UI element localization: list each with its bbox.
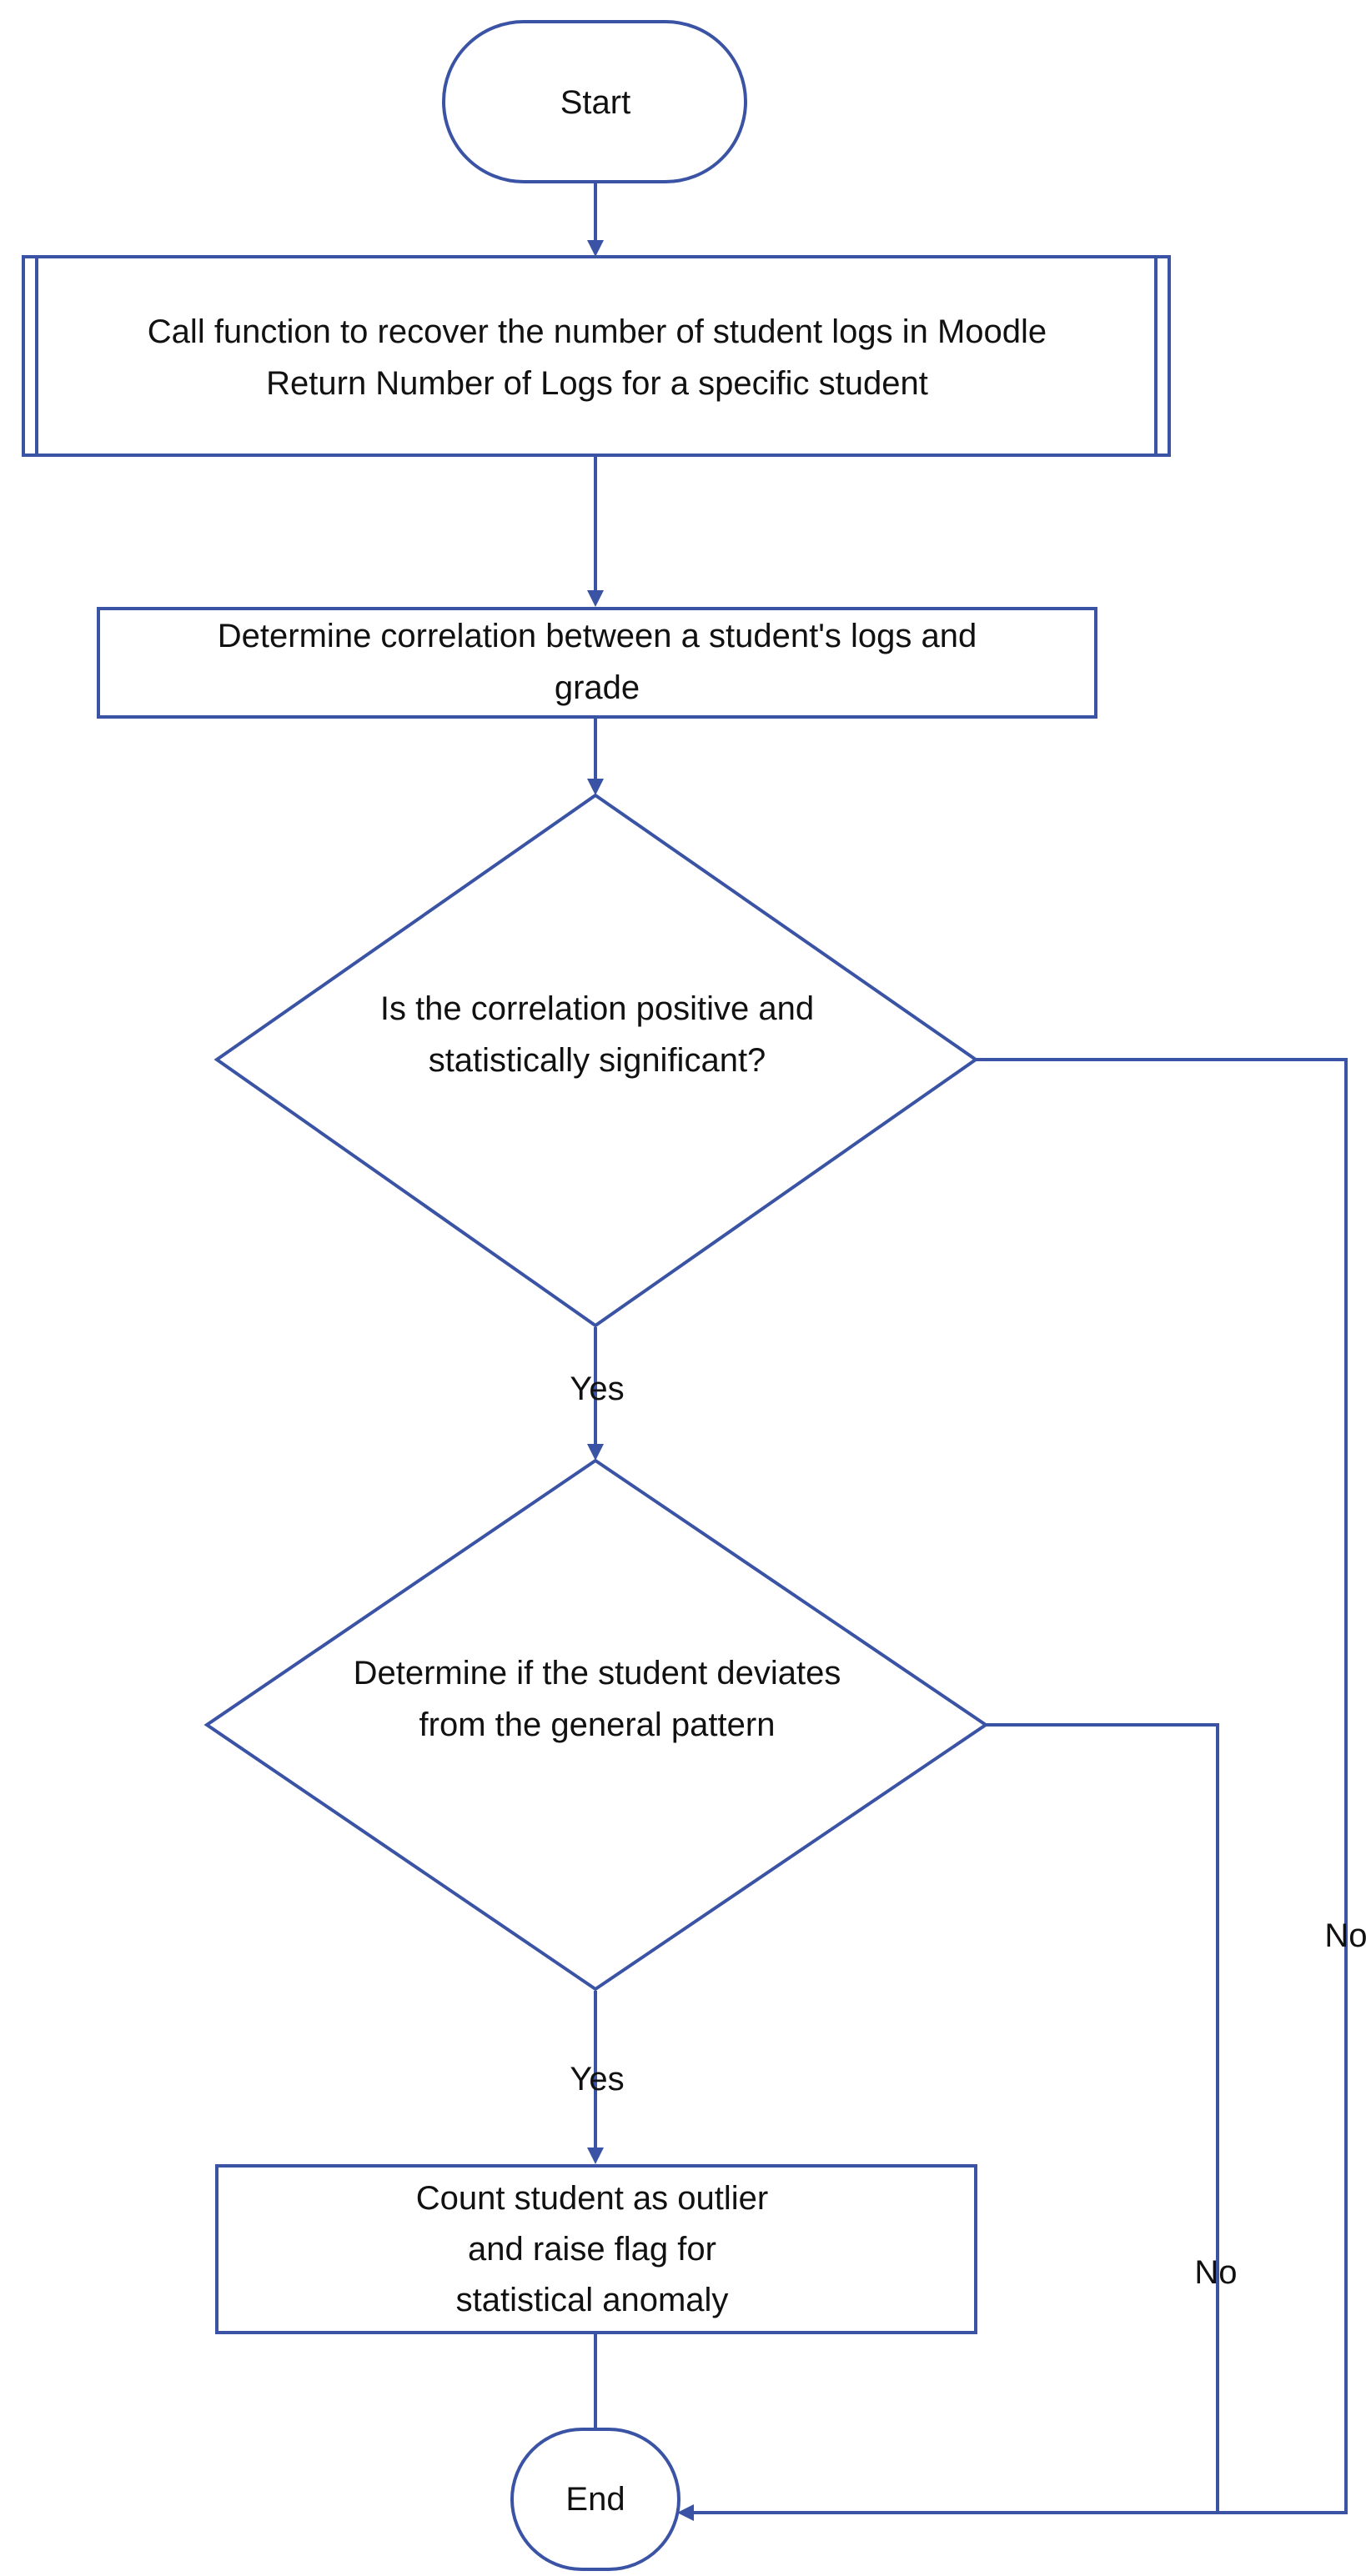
yes-label-decision-deviates: Yes <box>570 2061 624 2097</box>
decision-significant-line-2: statistically significant? <box>429 1042 766 1079</box>
arrowhead-outlier <box>587 2148 604 2164</box>
connector-decision2-no <box>986 1723 1219 2513</box>
arrowhead-end-side <box>677 2504 694 2521</box>
decision-deviates-line-2: from the general pattern <box>419 1706 776 1743</box>
call-function-shape <box>22 255 1171 457</box>
call-function-line-1: Call function to recover the number of s… <box>148 313 1047 350</box>
connector-decision1-no <box>692 1058 1348 2514</box>
correlation-node: Determine correlation between a student'… <box>97 607 1097 719</box>
outlier-node: Count student as outlier and raise flag … <box>215 2164 977 2334</box>
start-node: Start <box>442 20 747 183</box>
decision-significant-line-1: Is the correlation positive and <box>380 990 814 1027</box>
correlation-line-2: grade <box>555 669 640 706</box>
no-label-decision-deviates: No <box>1194 2254 1237 2291</box>
decision-deviates-shape <box>203 1458 989 1992</box>
edge-labels: Yes No Yes No <box>570 1371 1366 2291</box>
arrowhead-decision2 <box>587 1444 604 1461</box>
end-node: End <box>510 2428 680 2571</box>
call-function-line-2: Return Number of Logs for a specific stu… <box>266 365 928 402</box>
arrowhead-call <box>587 240 604 257</box>
yes-label-decision-significant: Yes <box>570 1371 624 1407</box>
call-function-node: Call function to recover the number of s… <box>22 255 1171 457</box>
decision-deviates-line-1: Determine if the student deviates <box>354 1655 841 1691</box>
correlation-line-1: Determine correlation between a student'… <box>218 618 977 654</box>
decision-deviates-node: Determine if the student deviates from t… <box>203 1458 989 1992</box>
end-label: End <box>565 2481 625 2518</box>
outlier-shape <box>215 2164 977 2334</box>
no-label-decision-significant: No <box>1324 1917 1366 1954</box>
outlier-line-1: Count student as outlier <box>416 2180 768 2217</box>
decision-significant-shape <box>213 793 979 1328</box>
decision-significant-node: Is the correlation positive and statisti… <box>213 793 979 1328</box>
start-shape <box>442 20 747 183</box>
outlier-line-2: and raise flag for <box>468 2231 716 2268</box>
arrowhead-correlation <box>587 590 604 607</box>
start-label: Start <box>560 84 630 121</box>
outlier-line-3: statistical anomaly <box>456 2282 729 2318</box>
correlation-shape <box>97 607 1097 719</box>
arrowhead-decision1 <box>587 779 604 795</box>
end-shape <box>510 2428 680 2571</box>
